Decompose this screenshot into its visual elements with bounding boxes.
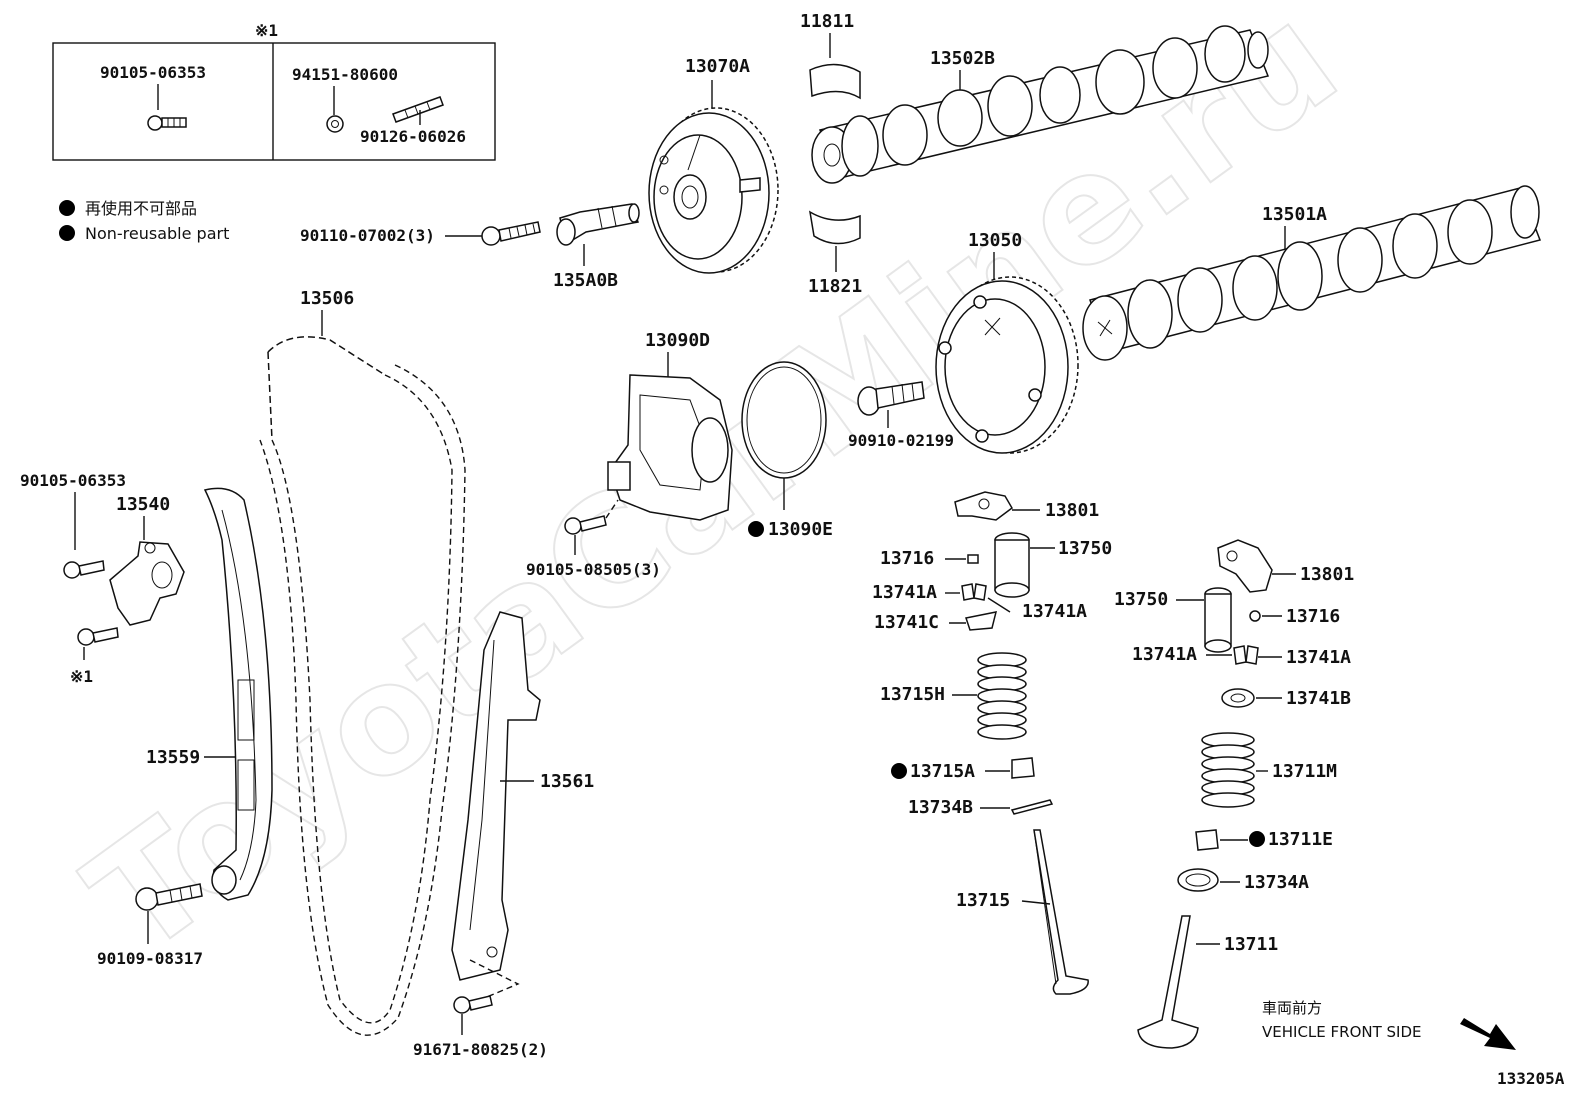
chain-guide-13561: [451, 611, 541, 981]
chain-tensioner-13540: [109, 541, 185, 626]
valve-spring-13715h: [977, 652, 1027, 740]
label-inset-90126-06026[interactable]: 90126-06026: [360, 127, 466, 146]
bolt-90910-02199: [857, 381, 925, 416]
lash-adjuster-13750-b: [1204, 587, 1232, 653]
valve-keeper-13741a-b: [1233, 645, 1259, 665]
label-13501a[interactable]: 13501A: [1262, 204, 1327, 225]
label-11811[interactable]: 11811: [800, 11, 854, 32]
bolt-90110: [481, 221, 541, 246]
oil-control-valve-135a0b: [556, 203, 640, 246]
label-90105-08505[interactable]: 90105-08505(3): [526, 560, 661, 579]
label-13734a[interactable]: 13734A: [1244, 872, 1309, 893]
label-inset-94151-80600[interactable]: 94151-80600: [292, 65, 398, 84]
label-13506[interactable]: 13506: [300, 288, 354, 309]
rocker-arm-13801-a: [954, 491, 1013, 521]
label-11821[interactable]: 11821: [808, 276, 862, 297]
label-13801-b[interactable]: 13801: [1300, 564, 1354, 585]
label-13801-a[interactable]: 13801: [1045, 500, 1099, 521]
label-13741a-b[interactable]: 13741A: [1022, 601, 1087, 622]
front-side-en: VEHICLE FRONT SIDE: [1262, 1023, 1422, 1041]
valve-stem-cap-13716-a: [967, 554, 979, 564]
camshaft-timing-gear-13050: [935, 276, 1079, 454]
label-13090d[interactable]: 13090D: [645, 330, 710, 351]
camshaft-13501a: [1082, 185, 1542, 361]
label-135a0b[interactable]: 135A0B: [553, 270, 618, 291]
label-13711m[interactable]: 13711M: [1272, 761, 1337, 782]
bearing-11821: [808, 210, 861, 245]
label-13741a-c[interactable]: 13741A: [1132, 644, 1197, 665]
bolt-inset: [147, 115, 187, 131]
label-13090e[interactable]: 13090E: [768, 519, 833, 540]
bolt-90105-06353-upper: [63, 560, 105, 579]
inset-marker: ※1: [255, 21, 278, 40]
label-13715[interactable]: 13715: [956, 890, 1010, 911]
valve-stem-cap-13716-b: [1249, 610, 1261, 622]
legend-en: Non-reusable part: [85, 224, 229, 243]
label-inset-90105-06353[interactable]: 90105-06353: [100, 63, 206, 82]
non-reusable-icon: [1249, 831, 1265, 847]
legend: 再使用不可部品 Non-reusable part: [59, 199, 229, 243]
lash-adjuster-13750-a: [994, 532, 1030, 598]
exhaust-valve-13715: [1033, 829, 1089, 995]
label-13070a[interactable]: 13070A: [685, 56, 750, 77]
label-13741c[interactable]: 13741C: [874, 612, 939, 633]
non-reusable-icon: [748, 521, 764, 537]
label-90110-07002[interactable]: 90110-07002(3): [300, 226, 435, 245]
timing-chain-13506: [259, 336, 466, 1036]
valve-spring-seat-13734b: [1010, 799, 1054, 815]
label-13734b[interactable]: 13734B: [908, 797, 973, 818]
non-reusable-icon: [891, 763, 907, 779]
label-13540[interactable]: 13540: [116, 494, 170, 515]
label-13050[interactable]: 13050: [968, 230, 1022, 251]
label-ref1[interactable]: ※1: [70, 667, 93, 686]
rocker-arm-13801-b: [1217, 539, 1273, 593]
camshaft-timing-gear-13070a: [648, 107, 779, 274]
label-90109-08317[interactable]: 90109-08317: [97, 949, 203, 968]
bolt-91671-80825: [453, 995, 493, 1014]
label-13741a-d[interactable]: 13741A: [1286, 647, 1351, 668]
legend-jp: 再使用不可部品: [85, 199, 197, 218]
stud-inset: [392, 96, 444, 123]
label-13716-b[interactable]: 13716: [1286, 606, 1340, 627]
inset-box: ※1 90105-06353 94151-80600 90126-06026: [52, 21, 496, 161]
bolt-90105-08505: [564, 515, 607, 535]
camshaft-13502b: [811, 25, 1270, 184]
label-13559[interactable]: 13559: [146, 747, 200, 768]
label-13716-a[interactable]: 13716: [880, 548, 934, 569]
diagram-code: 133205A: [1497, 1069, 1565, 1088]
valve-seal-13711e: [1195, 829, 1219, 851]
bolt-90105-06353-lower: [77, 627, 119, 646]
label-90105-06353[interactable]: 90105-06353: [20, 471, 126, 490]
vacuum-pump-13090d: [607, 374, 733, 521]
chain-slipper-13559: [203, 487, 273, 901]
label-13741a-a[interactable]: 13741A: [872, 582, 937, 603]
label-13750-a[interactable]: 13750: [1058, 538, 1112, 559]
valve-spring-seat-13734a: [1177, 868, 1219, 892]
label-13741b[interactable]: 13741B: [1286, 688, 1351, 709]
label-13715a[interactable]: 13715A: [910, 761, 975, 782]
o-ring-13090e: [741, 361, 827, 479]
bullet-icon: [59, 225, 75, 241]
bolt-90109-08317: [135, 883, 203, 911]
label-13561[interactable]: 13561: [540, 771, 594, 792]
front-arrow-icon: [1460, 1018, 1516, 1050]
valve-keeper-13741a-a: [961, 583, 987, 601]
label-13711[interactable]: 13711: [1224, 934, 1278, 955]
bearing-11811: [809, 63, 861, 100]
spring-retainer-13741b: [1221, 688, 1255, 708]
label-91671-80825[interactable]: 91671-80825(2): [413, 1040, 548, 1059]
intake-valve-13711: [1137, 915, 1199, 1049]
label-90910-02199[interactable]: 90910-02199: [848, 431, 954, 450]
nut-inset: [326, 115, 344, 133]
spring-retainer-13741c: [965, 611, 998, 631]
front-side-jp: 車両前方: [1262, 999, 1322, 1017]
label-13750-b[interactable]: 13750: [1114, 589, 1168, 610]
label-13711e[interactable]: 13711E: [1268, 829, 1333, 850]
label-13715h[interactable]: 13715H: [880, 684, 945, 705]
valve-seal-13715a: [1011, 757, 1035, 779]
bullet-icon: [59, 200, 75, 216]
label-13502b[interactable]: 13502B: [930, 48, 995, 69]
valve-spring-13711m: [1201, 732, 1255, 808]
